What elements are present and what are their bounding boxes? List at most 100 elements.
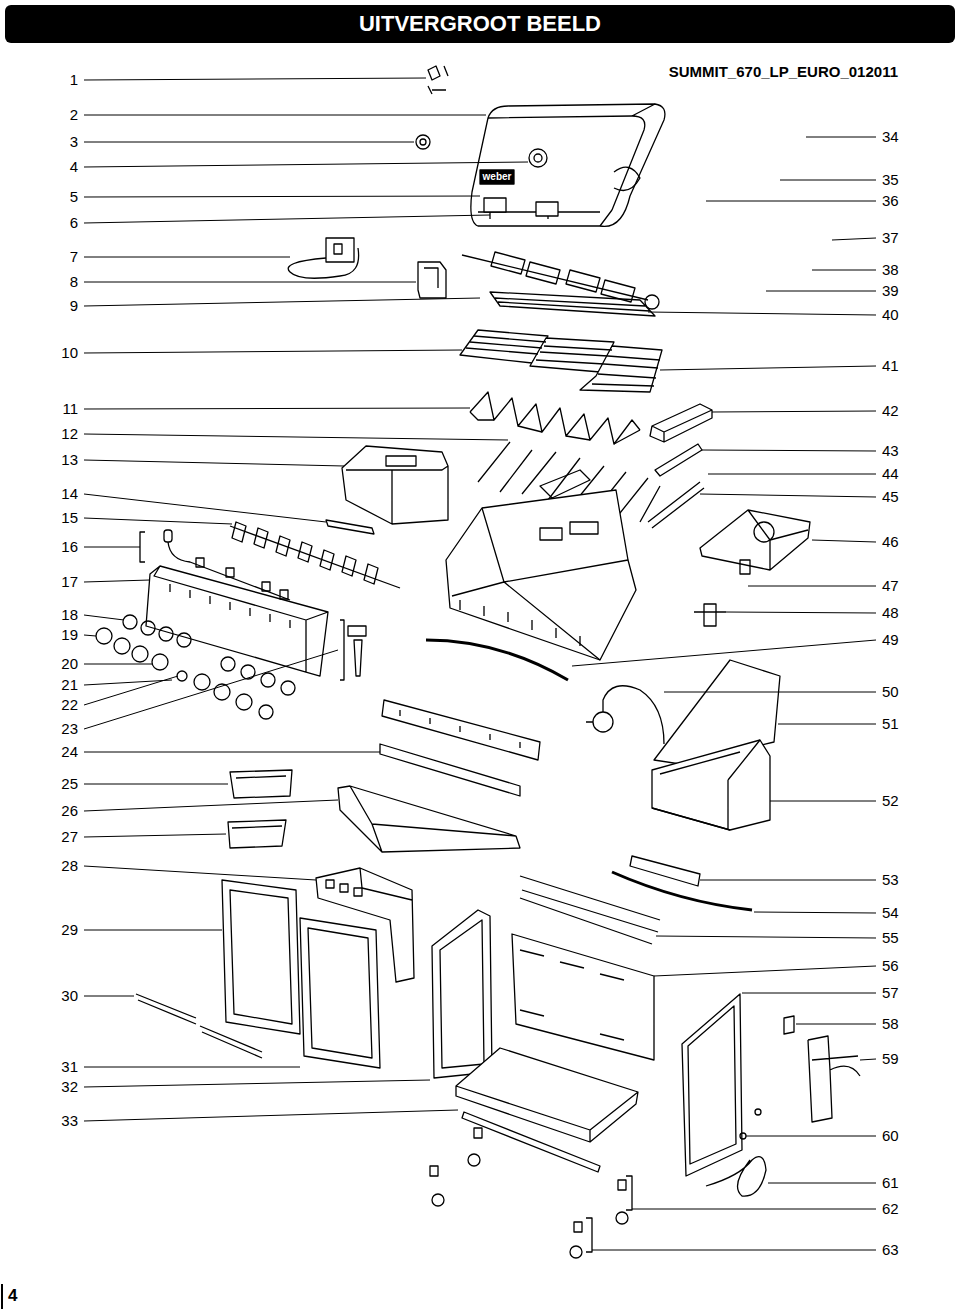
leader-line [708,474,876,475]
leader-line [664,692,876,693]
leader-line [84,196,480,197]
leader-line [592,1250,876,1251]
leader-line [84,350,462,353]
callout-number: 20 [61,655,78,673]
callout-number: 23 [61,720,78,738]
callout-number: 43 [882,442,899,460]
leader-line [706,201,876,202]
callout-number: 6 [70,214,78,232]
callout-number: 49 [882,631,899,649]
callout-number: 26 [61,802,78,820]
leader-line [806,137,876,138]
callout-number: 15 [61,509,78,527]
leader-line [84,460,344,466]
leader-line [84,866,316,880]
leader-line [768,1183,876,1184]
callout-number: 8 [70,273,78,291]
leader-line [780,180,876,181]
callout-number: 11 [62,400,78,418]
leader-line [754,912,876,913]
leader-line [84,580,150,582]
callout-number: 33 [61,1112,78,1130]
callout-number: 9 [70,297,78,315]
leader-line [700,880,876,881]
leader-line [84,408,470,409]
leader-line [84,282,416,283]
leader-line [654,966,876,976]
callout-number: 35 [882,171,899,189]
leader-line [766,291,876,292]
leader-line [632,1209,876,1210]
callout-number: 10 [61,344,78,362]
callout-number: 3 [70,133,78,151]
callout-number: 5 [70,188,78,206]
leader-line [84,298,480,306]
leader-line [84,834,226,837]
leader-line [84,784,228,785]
callout-number: 12 [61,425,78,443]
leader-line [84,142,414,143]
leader-line [84,547,140,548]
brand-logo: weber [483,171,512,183]
callout-number: 19 [61,626,78,644]
leader-line [84,518,232,524]
leader-line [84,615,124,620]
callout-number: 51 [882,715,899,733]
callout-number: 13 [61,451,78,469]
leader-line [700,494,876,497]
leader-line [572,640,876,666]
callout-number: 30 [61,987,78,1005]
leader-line [656,936,876,938]
leader-line [84,162,528,167]
leader-line [84,1067,300,1068]
callout-number: 22 [61,696,78,714]
callout-number: 27 [61,828,78,846]
callout-number: 47 [882,577,899,595]
callout-number: 41 [882,357,899,375]
callout-number: 52 [882,792,899,810]
leader-line [812,270,876,271]
callout-number: 59 [882,1050,899,1068]
leader-line [84,635,96,636]
leader-line [84,650,338,729]
leader-line [84,800,338,811]
callout-number: 45 [882,488,899,506]
leader-line [84,434,508,440]
leader-line [84,676,178,705]
callout-number: 50 [882,683,899,701]
leader-line [84,664,152,665]
leader-line [84,257,290,258]
callout-number: 39 [882,282,899,300]
callout-number: 7 [70,248,78,266]
callout-number: 57 [882,984,899,1002]
callout-number: 17 [61,573,78,591]
callout-number: 54 [882,904,899,922]
callout-number: 28 [61,857,78,875]
leader-line [84,996,134,997]
callout-number: 48 [882,604,899,622]
leader-line [860,1059,876,1060]
callout-number: 29 [61,921,78,939]
leader-line [648,312,876,315]
callout-number: 18 [61,606,78,624]
callout-number: 53 [882,871,899,889]
callout-number: 4 [70,158,78,176]
leader-line [702,450,876,451]
callout-number: 2 [70,106,78,124]
callout-number: 55 [882,929,899,947]
leader-line [84,215,490,223]
callout-number: 42 [882,402,899,420]
callout-number: 14 [61,485,78,503]
leader-line [712,411,876,412]
leader-line [746,1136,876,1137]
callout-number: 63 [882,1241,899,1259]
callout-number: 60 [882,1127,899,1145]
leader-line [84,494,326,522]
leader-line [84,115,486,116]
callout-number: 62 [882,1200,899,1218]
callout-number: 24 [61,743,78,761]
leader-line [84,1080,430,1087]
callout-number: 46 [882,533,899,551]
leader-line [84,78,426,80]
leader-line [84,752,380,753]
